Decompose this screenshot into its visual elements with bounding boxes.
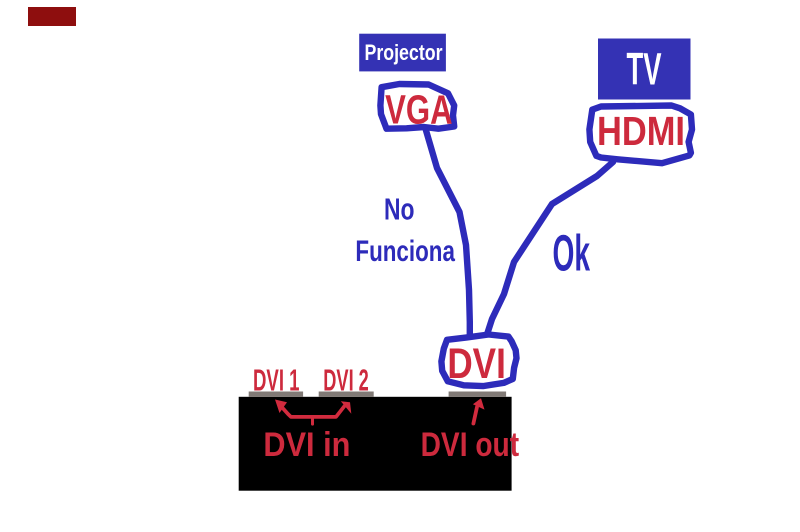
svg-text:DVI in: DVI in [263, 426, 350, 464]
svg-text:DVI: DVI [447, 340, 506, 388]
svg-text:Projector: Projector [365, 40, 443, 65]
svg-text:VGA: VGA [385, 87, 453, 133]
svg-text:TV: TV [627, 43, 662, 94]
svg-text:Ok: Ok [553, 224, 591, 281]
svg-text:Funciona: Funciona [355, 235, 455, 268]
svg-text:No: No [384, 192, 415, 226]
svg-text:HDMI: HDMI [597, 108, 685, 154]
svg-text:DVI out: DVI out [421, 426, 519, 464]
svg-text:DVI 1: DVI 1 [253, 363, 300, 398]
svg-text:DVI 2: DVI 2 [323, 363, 369, 398]
